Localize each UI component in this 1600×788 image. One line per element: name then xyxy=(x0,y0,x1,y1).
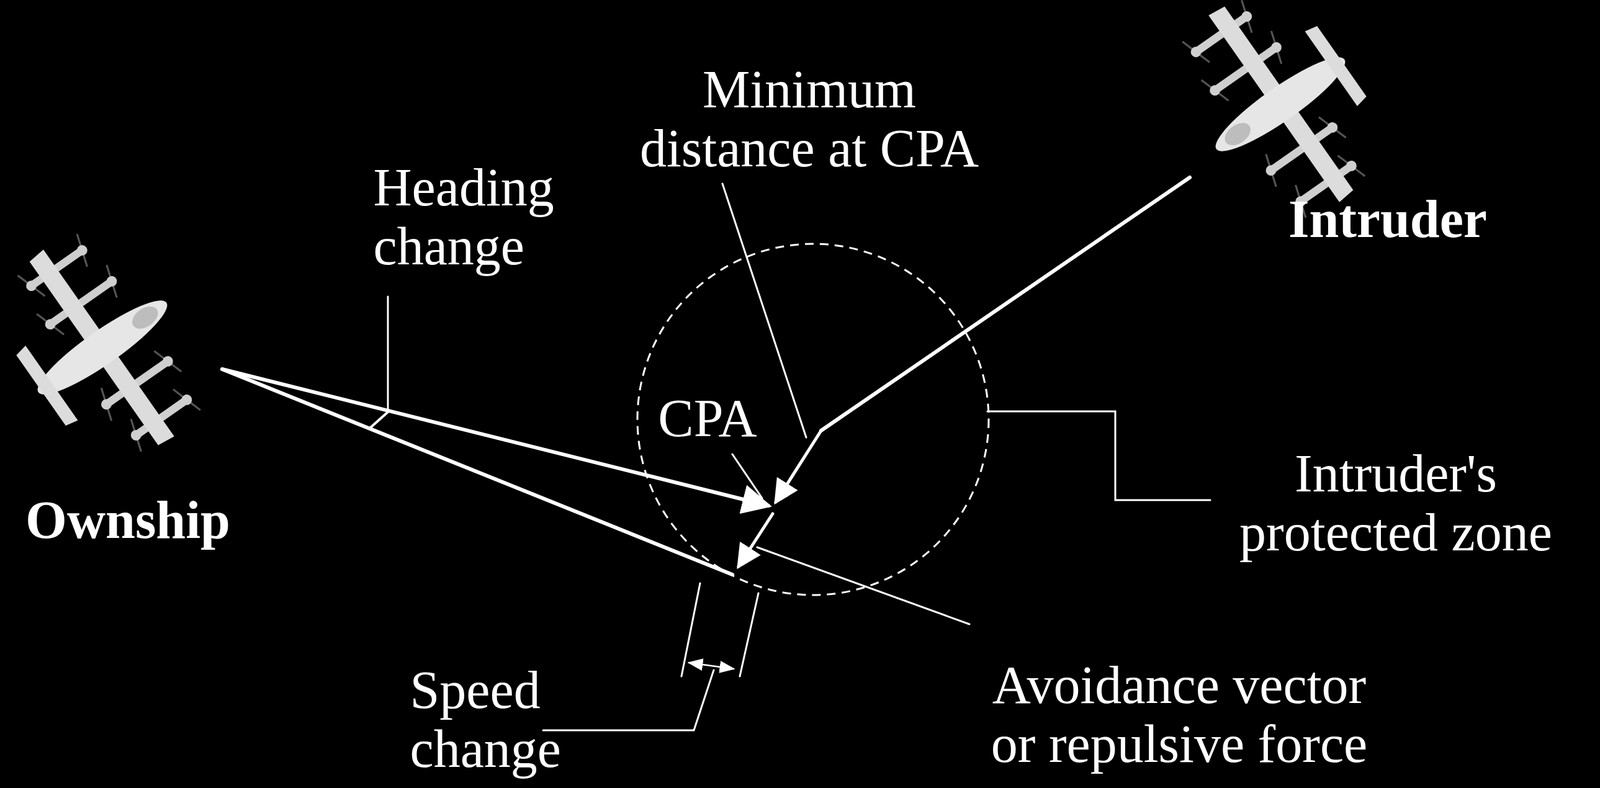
heading-arc xyxy=(370,412,388,428)
aircraft-name: Intruder xyxy=(1287,189,1489,249)
ownship-aircraft xyxy=(0,209,233,486)
callout-label: Avoidance vector or repulsive force xyxy=(990,656,1369,774)
callout-label: Intruder's protected zone xyxy=(1238,444,1553,562)
leader-line xyxy=(732,454,763,499)
resolution-path xyxy=(222,369,733,575)
relative-vector xyxy=(775,430,822,503)
leader-line xyxy=(757,547,970,625)
leader-line xyxy=(387,296,390,413)
callout-label: CPA xyxy=(657,389,758,449)
protected-zone xyxy=(637,243,989,596)
leader-line xyxy=(543,670,714,731)
callout-label: Minimum distance at CPA xyxy=(639,60,980,178)
callout-label: Speed change xyxy=(410,660,419,779)
dimension-arrow xyxy=(688,662,734,670)
avoidance-vector xyxy=(738,513,773,567)
leader-line xyxy=(987,411,1211,501)
aircraft-name: Ownship xyxy=(24,490,231,550)
extension-line xyxy=(739,593,759,677)
callout-label: Heading change xyxy=(373,158,382,276)
original-path xyxy=(222,369,769,506)
intruder-path xyxy=(821,177,1190,431)
